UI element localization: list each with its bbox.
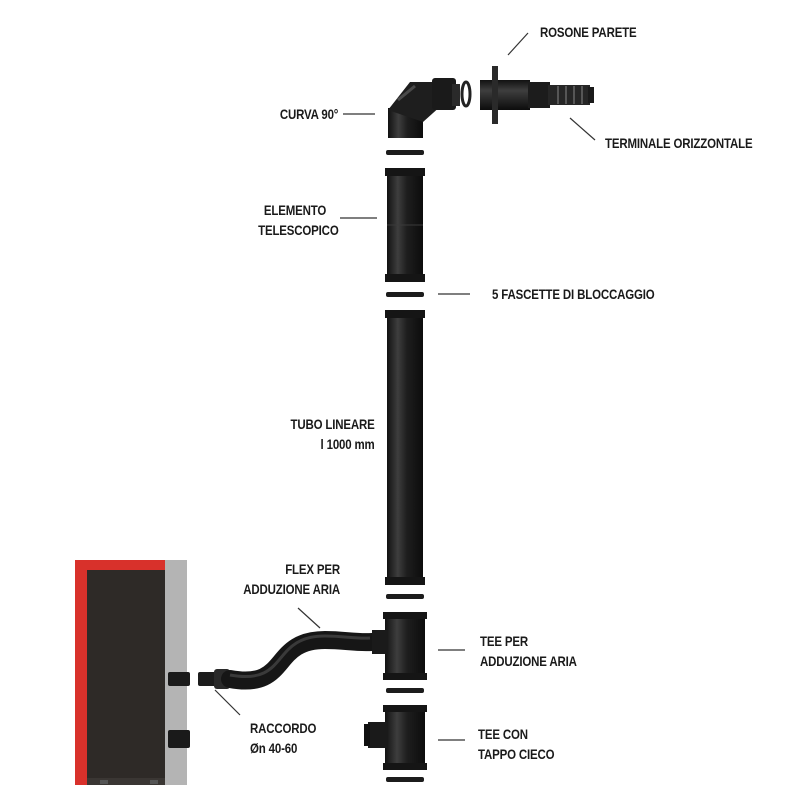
leader-flex (298, 608, 320, 628)
stove-red-side (75, 560, 87, 785)
label-tee-adduzione-aria: TEE PER ADDUZIONE ARIA (480, 631, 577, 671)
tee-tappo-cieco (364, 705, 427, 770)
label-elemento-telescopico: ELEMENTO TELESCOPICO (258, 200, 332, 240)
label-rosone-parete: ROSONE PARETE (540, 22, 637, 42)
label-raccordo: RACCORDO Øn 40-60 (250, 718, 316, 758)
leader-rosone (508, 33, 528, 55)
curva-90-elbow (388, 78, 460, 138)
label-curva-90: CURVA 90° (280, 104, 338, 124)
stove-flue-outlet (168, 730, 190, 748)
label-fascette: 5 FASCETTE DI BLOCCAGGIO (492, 284, 655, 304)
terminale-orizzontale (480, 66, 594, 124)
label-flex: FLEX PER ADDUZIONE ARIA (243, 559, 340, 599)
elemento-telescopico (385, 168, 425, 282)
stove-air-inlet (168, 672, 190, 686)
rosone-wall-plate (492, 66, 498, 124)
label-tubo-lineare: TUBO LINEARE l 1000 mm (291, 414, 375, 454)
label-tee-tappo-cieco: TEE CON TAPPO CIECO (478, 724, 554, 764)
leader-raccordo (215, 690, 240, 715)
stove-red-top (75, 560, 170, 570)
flex-hose (230, 636, 372, 681)
tee-adduzione-aria (372, 612, 427, 680)
gasket-ring (462, 82, 470, 106)
tubo-lineare (385, 310, 425, 585)
stove (75, 560, 190, 785)
leader-terminale (570, 118, 595, 140)
label-terminale-orizzontale: TERMINALE ORIZZONTALE (605, 133, 752, 153)
